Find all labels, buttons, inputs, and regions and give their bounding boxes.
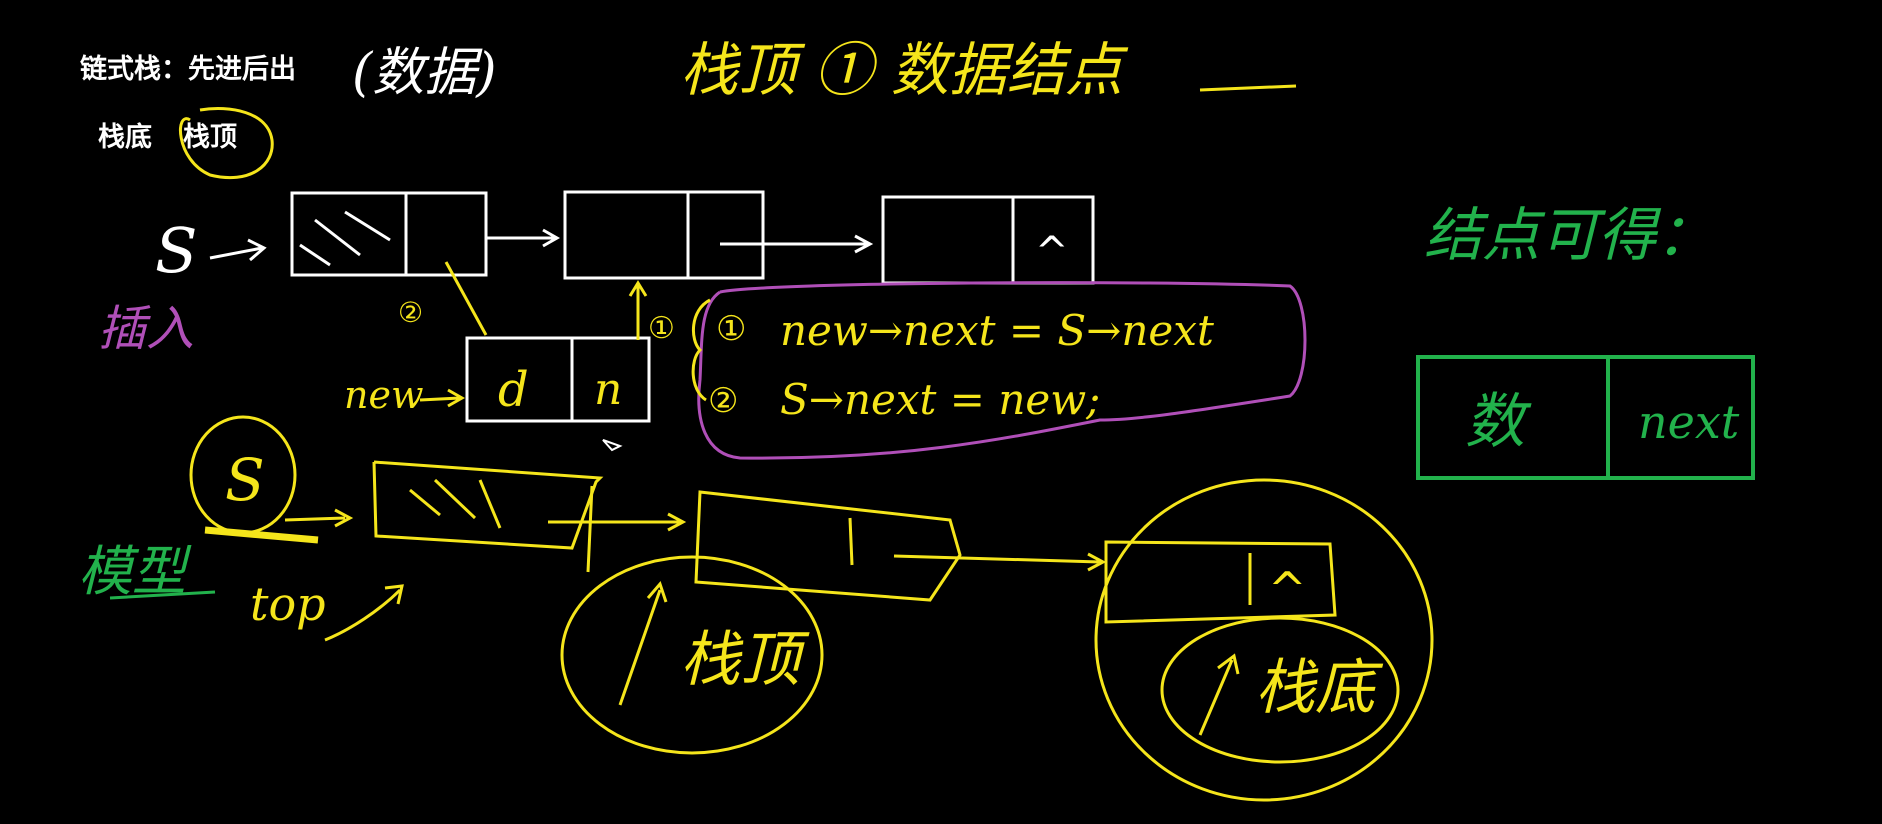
stack-top-oval (560, 555, 824, 755)
model-top-word: top (250, 577, 326, 631)
node-1-hatch (299, 210, 391, 267)
list-node-2 (563, 190, 765, 280)
node-def-title: 结点可得： (1424, 201, 1714, 269)
node-def-data-cell: 数 (1465, 387, 1532, 457)
stack-bottom-label: 栈底 (1255, 653, 1384, 723)
model-last-null: ^ (1268, 562, 1307, 616)
node-def-box (1416, 355, 1755, 480)
code-line-1-num: ① (716, 309, 746, 349)
model-head-arrow-icon (284, 508, 354, 528)
code-box-outline (697, 281, 1307, 460)
small-triangle-mark (602, 439, 623, 452)
model-label-stroke (109, 590, 216, 600)
code-line-1: new→next = S→next (780, 306, 1214, 355)
model-node-1-divider (586, 485, 594, 573)
model-head-underline (204, 526, 319, 544)
step-1-arrow-icon (628, 280, 648, 340)
stack-bottom-arrow-icon (1198, 653, 1240, 736)
model-node-2-arrow-icon (893, 552, 1107, 572)
data-paren-note: (数据) (352, 43, 497, 103)
code-line-2-num: ② (708, 381, 738, 421)
stack-top-label: 栈顶 (680, 625, 810, 695)
new-node-next: n (594, 364, 622, 415)
node-def-next-cell: next (1638, 395, 1740, 449)
underline-stroke (1199, 84, 1297, 92)
yellow-header-note: 栈顶 ① 数据结点 (680, 36, 1129, 104)
head-pointer-s: S (155, 214, 197, 287)
step-2-link (444, 261, 488, 336)
stack-top-typed-label: 栈顶 (183, 122, 237, 153)
code-box-brace (691, 298, 711, 402)
new-pointer-label: new (344, 373, 424, 417)
model-node-3 (1104, 540, 1337, 624)
node-1-arrow-icon (486, 228, 561, 248)
page-title: 链式栈：先进后出 (80, 53, 296, 85)
stack-bottom-circle (1094, 478, 1434, 802)
stack-bottom-oval (1160, 616, 1400, 764)
stack-bottom-typed-label: 栈底 (98, 121, 152, 153)
new-arrow-icon (419, 388, 466, 408)
model-node-2-divider (848, 517, 854, 566)
code-line-2: S→next = new; (780, 375, 1100, 424)
new-node-data: d (498, 362, 529, 418)
step-1-marker: ① (648, 311, 675, 346)
node-3-null-symbol: ^ (1035, 229, 1069, 275)
model-label: 模型 (78, 540, 192, 603)
stack-top-arrow-icon (618, 581, 668, 706)
insert-label: 插入 (98, 301, 194, 357)
node-2-arrow-icon (720, 234, 874, 254)
model-head-s: S (225, 446, 265, 514)
model-node-1-hatch (409, 478, 502, 529)
list-node-1 (290, 191, 488, 277)
model-node-2 (694, 490, 962, 602)
step-2-marker: ② (398, 296, 423, 329)
head-arrow-icon (209, 238, 267, 262)
top-highlight-circle (179, 107, 274, 180)
model-node-1-arrow-icon (548, 512, 687, 532)
model-node-1 (372, 460, 604, 550)
new-node (465, 336, 651, 423)
top-arrow-icon (324, 584, 404, 642)
